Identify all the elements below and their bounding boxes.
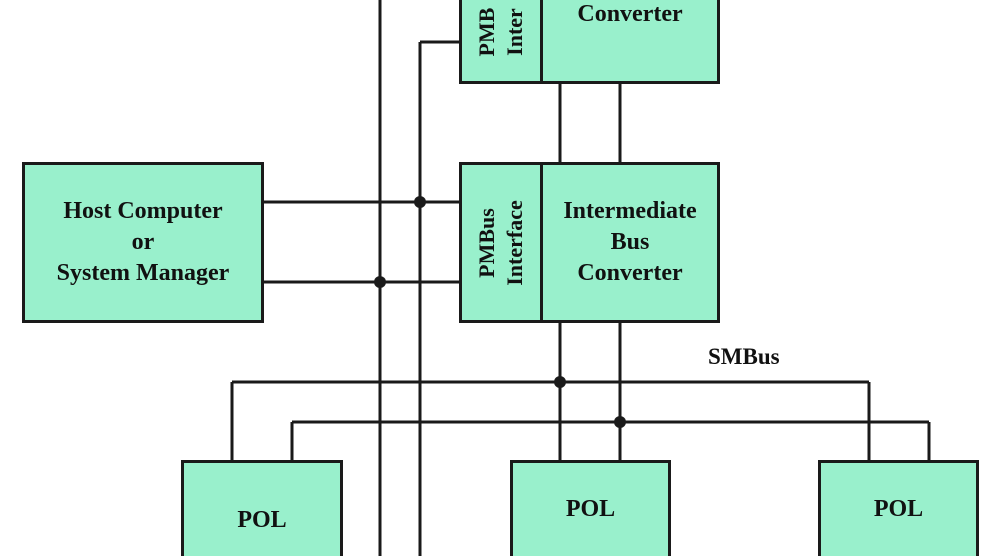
pmbus-interface-label: PMBus Interface <box>473 200 529 286</box>
pmbus-interface-box: PMBus Interface <box>459 162 543 323</box>
top-pmbus-interface-label: PMB Inter <box>473 8 529 57</box>
host-line3: System Manager <box>56 260 230 286</box>
pmbus-interface-line1: PMBus <box>474 207 499 278</box>
pol-box-left: POL <box>181 460 343 556</box>
top-pmbus-interface-box: PMB Inter <box>459 0 543 84</box>
smbus-label: SMBus <box>708 344 780 369</box>
host-computer-box: Host Computer or System Manager <box>22 162 264 323</box>
pol-left-label: POL <box>237 507 287 533</box>
host-line1: Host Computer <box>63 198 223 224</box>
top-pmbus-interface-line1: PMB <box>474 7 499 57</box>
pol-right-label: POL <box>873 496 924 522</box>
top-converter-label: Converter <box>577 1 683 27</box>
ibc-line3: Converter <box>577 260 683 286</box>
ibc-line1: Intermediate <box>563 198 697 224</box>
top-converter-box: Converter <box>540 0 720 84</box>
junction-dot <box>374 276 386 288</box>
ibc-line2: Bus <box>610 229 650 255</box>
intermediate-bus-converter-box: Intermediate Bus Converter <box>540 162 720 323</box>
junction-dot <box>414 196 426 208</box>
pmbus-interface-line2: Interface <box>502 199 527 286</box>
pol-box-middle: POL <box>510 460 671 556</box>
pol-middle-label: POL <box>565 496 616 522</box>
junction-dot <box>554 376 566 388</box>
host-line2: or <box>131 229 155 255</box>
junction-dot <box>614 416 626 428</box>
top-pmbus-interface-line2: Inter <box>502 8 527 56</box>
pol-box-right: POL <box>818 460 979 556</box>
